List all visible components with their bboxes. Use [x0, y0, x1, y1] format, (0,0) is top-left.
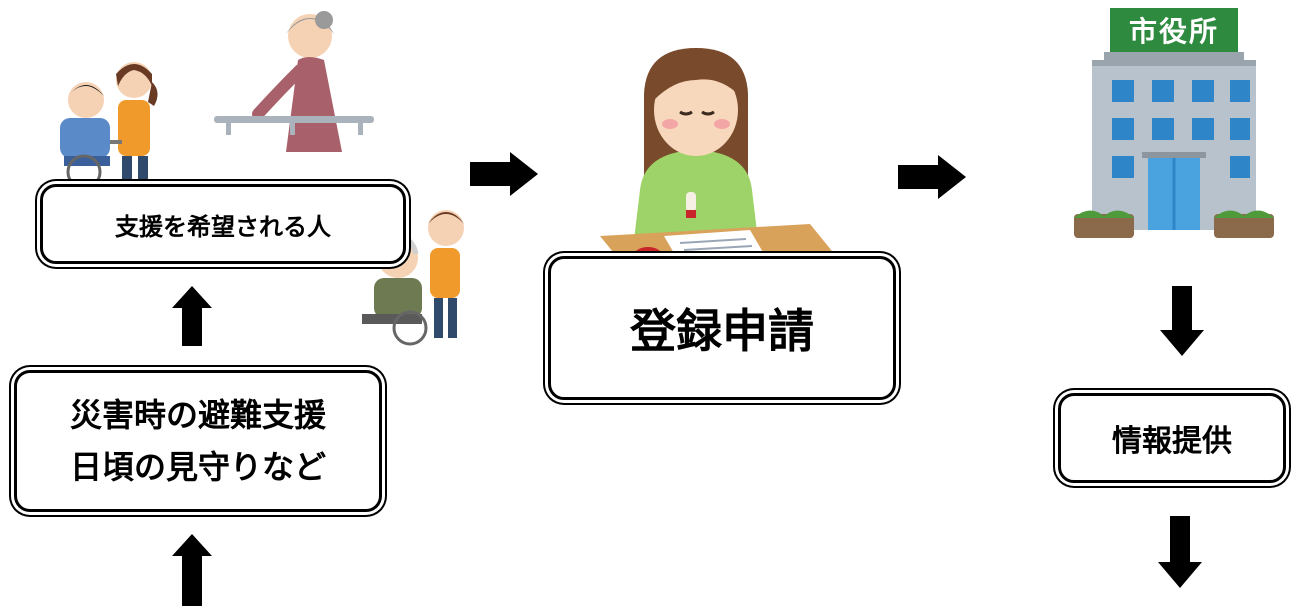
provision-box: 情報提供	[1058, 393, 1286, 483]
arrow-right-icon	[470, 152, 538, 196]
application-box: 登録申請	[548, 256, 896, 400]
application-box-label: 登録申請	[630, 304, 814, 358]
wheelchair-caregiver-illustration	[60, 62, 158, 190]
arrow-up-icon	[172, 286, 212, 346]
applicant-box: 支援を希望される人	[40, 184, 406, 264]
city-hall-sign: 市役所	[1128, 15, 1219, 48]
purpose-line-2: 日頃の見守りなど	[69, 448, 326, 486]
woman-signing-illustration	[600, 48, 836, 268]
provision-box-label: 情報提供	[1112, 424, 1232, 459]
elderly-walking-illustration	[214, 11, 374, 152]
purpose-box: 災害時の避難支援 日頃の見守りなど	[14, 370, 382, 512]
applicant-box-label: 支援を希望される人	[115, 212, 331, 241]
arrow-down-icon	[1158, 516, 1202, 588]
arrow-right-icon	[898, 155, 966, 199]
city-hall-illustration: 市役所	[1074, 8, 1274, 242]
arrow-down-icon	[1160, 286, 1204, 356]
purpose-line-1: 災害時の避難支援	[69, 396, 326, 434]
arrow-up-icon	[172, 534, 212, 606]
